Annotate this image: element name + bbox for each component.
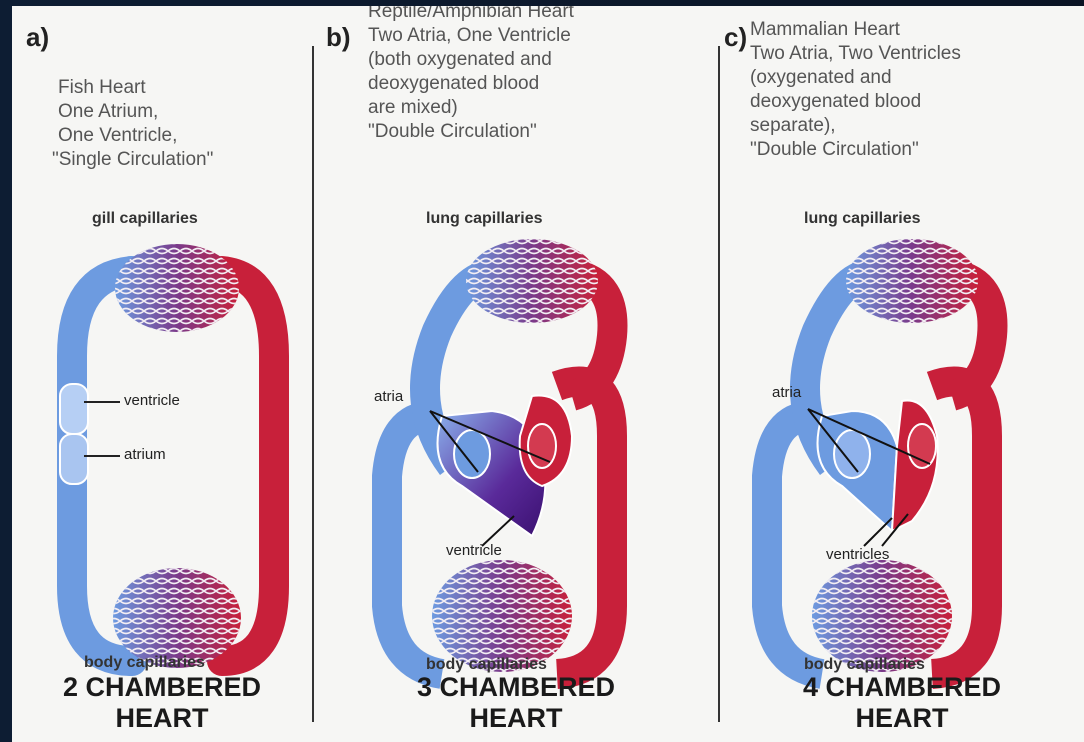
desc-line: Mammalian Heart: [750, 18, 900, 42]
capillaries-top-label: gill capillaries: [92, 210, 198, 228]
part-label: ventricle: [446, 542, 502, 559]
title-line: HEART: [12, 703, 312, 734]
panel-a: a) Fish Heart One Atrium, One Ventricle,…: [12, 6, 312, 742]
part-label: ventricle: [124, 392, 180, 409]
title-line: HEART: [314, 703, 718, 734]
desc-line: Two Atria, Two Ventricles: [750, 42, 961, 66]
desc-line: (both oxygenated and: [368, 48, 552, 72]
panel-letter: a): [26, 22, 49, 53]
title-line: 4 CHAMBERED: [720, 672, 1084, 703]
desc-line: Reptile/Amphibian Heart: [368, 6, 574, 24]
part-label: atria: [374, 388, 403, 405]
panel-letter: b): [326, 22, 351, 53]
capillaries-top-label: lung capillaries: [426, 210, 542, 228]
capillaries-top-label: lung capillaries: [804, 210, 920, 228]
desc-line: "Double Circulation": [368, 120, 537, 144]
desc-line: One Atrium,: [58, 100, 158, 124]
desc-line: Two Atria, One Ventricle: [368, 24, 571, 48]
part-label: ventricles: [826, 546, 889, 563]
title-line: 3 CHAMBERED: [314, 672, 718, 703]
panel-c: c) Mammalian Heart Two Atria, Two Ventri…: [720, 6, 1084, 742]
part-label: atria: [772, 384, 801, 401]
diagram-card: a) Fish Heart One Atrium, One Ventricle,…: [12, 6, 1084, 742]
capillaries-bottom-label: body capillaries: [84, 654, 205, 672]
desc-line: "Double Circulation": [750, 138, 919, 162]
title-line: 2 CHAMBERED: [12, 672, 312, 703]
panel-b: b) Reptile/Amphibian Heart Two Atria, On…: [314, 6, 718, 742]
heart-title: 4 CHAMBERED HEART: [720, 672, 1084, 734]
heart-title: 3 CHAMBERED HEART: [314, 672, 718, 734]
heart-title: 2 CHAMBERED HEART: [12, 672, 312, 734]
desc-line: "Single Circulation": [52, 148, 213, 172]
panel-letter: c): [724, 22, 747, 53]
desc-line: Fish Heart: [58, 76, 146, 100]
desc-line: deoxygenated blood: [368, 72, 539, 96]
title-line: HEART: [720, 703, 1084, 734]
desc-line: (oxygenated and: [750, 66, 892, 90]
desc-line: are mixed): [368, 96, 458, 120]
desc-line: deoxygenated blood: [750, 90, 921, 114]
desc-line: separate),: [750, 114, 836, 138]
part-label: atrium: [124, 446, 166, 463]
desc-line: One Ventricle,: [58, 124, 177, 148]
